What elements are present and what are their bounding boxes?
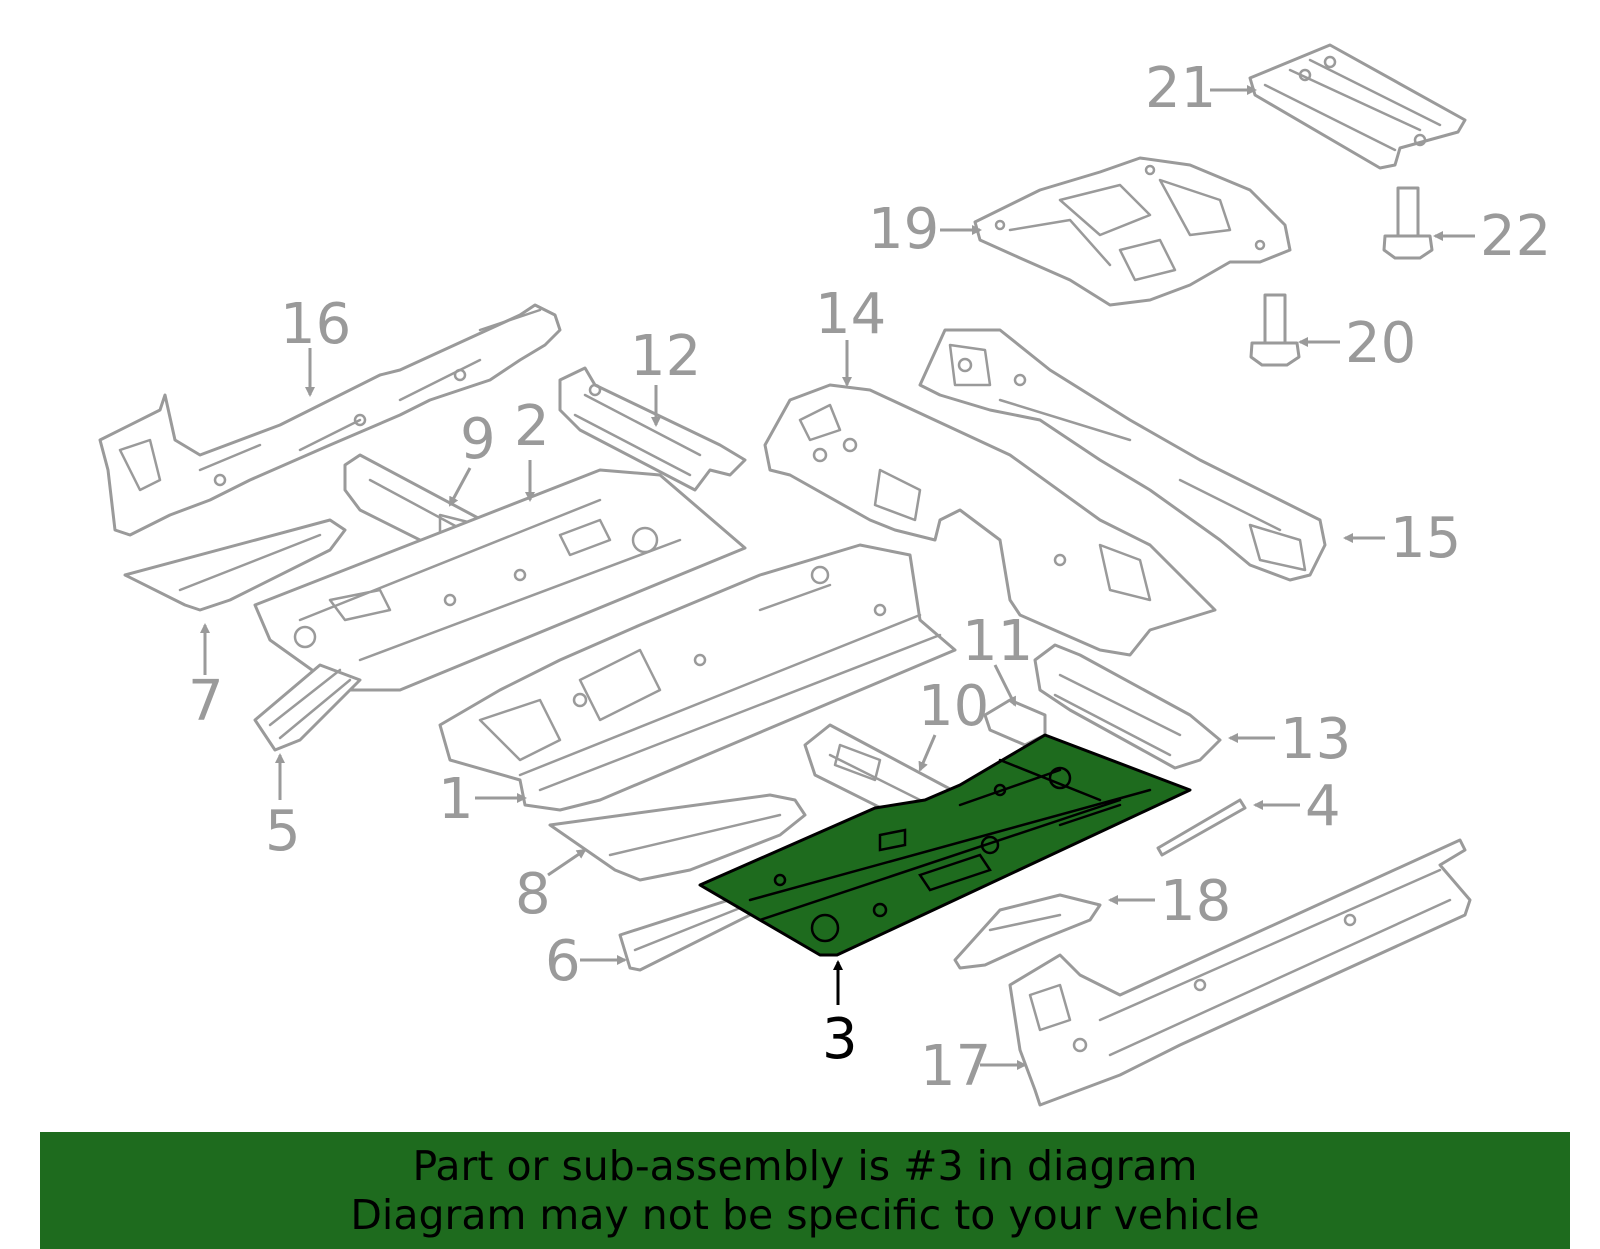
callout-15: 15 — [1390, 506, 1461, 571]
info-banner: Part or sub-assembly is #3 in diagram Di… — [40, 1132, 1570, 1249]
callout-1: 1 — [438, 767, 474, 832]
callout-21: 21 — [1145, 56, 1216, 121]
callout-14: 14 — [815, 282, 886, 347]
callout-8: 8 — [515, 862, 551, 927]
callout-22: 22 — [1480, 204, 1551, 269]
callout-12: 12 — [630, 324, 701, 389]
part-20-bolt[interactable] — [1249, 293, 1301, 367]
callout-19: 19 — [868, 197, 939, 262]
callout-5: 5 — [265, 799, 301, 864]
part-18-bracket[interactable] — [953, 893, 1102, 970]
callout-2: 2 — [514, 394, 550, 459]
part-5-rail[interactable] — [253, 663, 362, 752]
part-17-rocker[interactable] — [1008, 838, 1472, 1107]
callout-20: 20 — [1345, 311, 1416, 376]
part-15-rear-rail[interactable] — [918, 328, 1327, 582]
callout-16: 16 — [280, 292, 351, 357]
leader-lines — [200, 85, 1475, 1070]
part-21-crossmember[interactable] — [1248, 43, 1467, 170]
part-4-strip[interactable] — [1156, 798, 1247, 857]
part-1-center-floor[interactable] — [438, 543, 957, 812]
banner-line-disclaimer: Diagram may not be specific to your vehi… — [350, 1190, 1260, 1239]
part-14-crossmember[interactable] — [763, 383, 1217, 657]
callout-3-highlighted: 3 — [822, 1007, 858, 1072]
callout-13: 13 — [1280, 707, 1351, 772]
callout-7: 7 — [188, 669, 224, 734]
callout-9: 9 — [460, 407, 496, 472]
callout-11: 11 — [962, 609, 1033, 674]
part-8-reinforcement[interactable] — [548, 793, 807, 882]
part-3-floor-pan-highlighted[interactable] — [698, 733, 1192, 957]
callout-18: 18 — [1160, 869, 1231, 934]
callout-labels: 21 19 22 20 16 12 14 9 2 15 7 11 10 13 5… — [188, 56, 1551, 1099]
part-12-bracket[interactable] — [558, 366, 747, 492]
part-2-floor-pan[interactable] — [253, 468, 747, 692]
part-19-skid-plate[interactable] — [973, 156, 1292, 307]
part-16-side-rail[interactable] — [98, 303, 562, 537]
part-13-bracket[interactable] — [1033, 643, 1222, 770]
part-22-bolt[interactable] — [1382, 186, 1434, 260]
part-7-reinforcement[interactable] — [123, 518, 347, 612]
callout-10: 10 — [918, 674, 989, 739]
part-11-bracket[interactable] — [983, 698, 1047, 747]
callout-4: 4 — [1305, 774, 1341, 839]
callout-17: 17 — [920, 1034, 991, 1099]
banner-line-part: Part or sub-assembly is #3 in diagram — [412, 1141, 1198, 1190]
callout-6: 6 — [545, 929, 581, 994]
